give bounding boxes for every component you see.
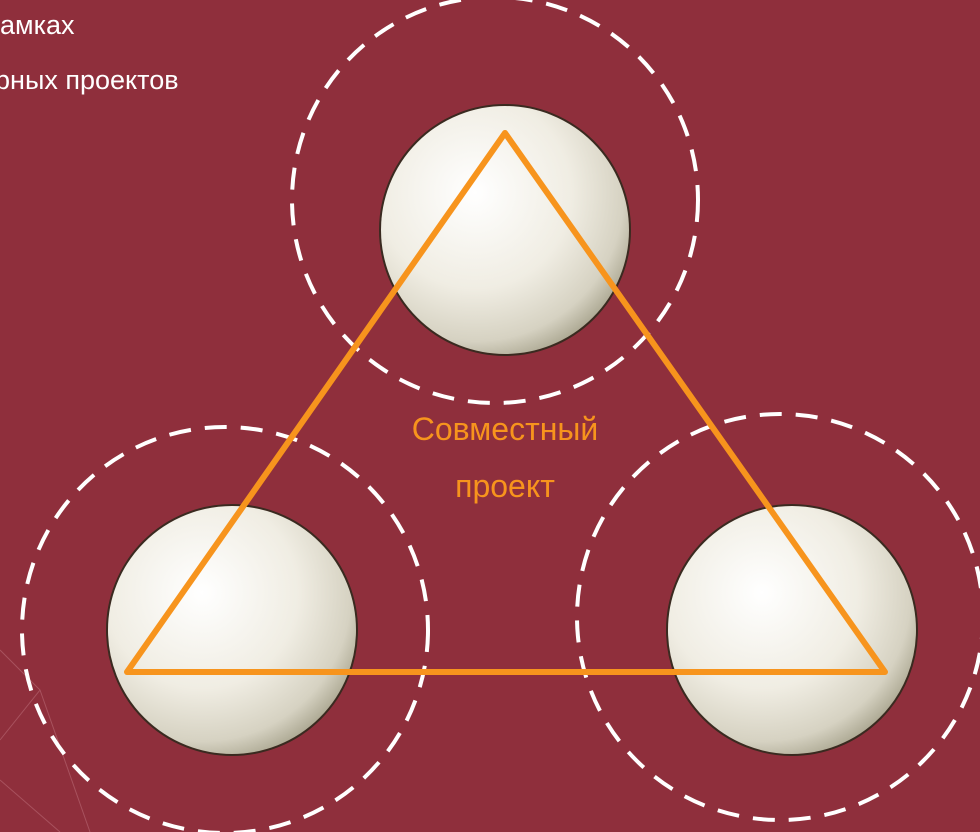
collaboration-triangle — [124, 130, 888, 675]
heading-line-1: рамках — [0, 10, 75, 40]
dashed-ring-top — [290, 0, 700, 405]
sphere-right — [666, 504, 918, 756]
center-label-line-2: проект — [455, 468, 555, 504]
background-decoration — [0, 649, 91, 832]
heading-line-2: ерных проектов — [0, 65, 179, 95]
sphere-left — [106, 504, 358, 756]
dashed-ring-right — [575, 412, 980, 822]
dashed-ring-left — [20, 425, 430, 832]
sphere-top — [379, 104, 631, 356]
center-label-line-1: Совместный — [411, 411, 599, 447]
